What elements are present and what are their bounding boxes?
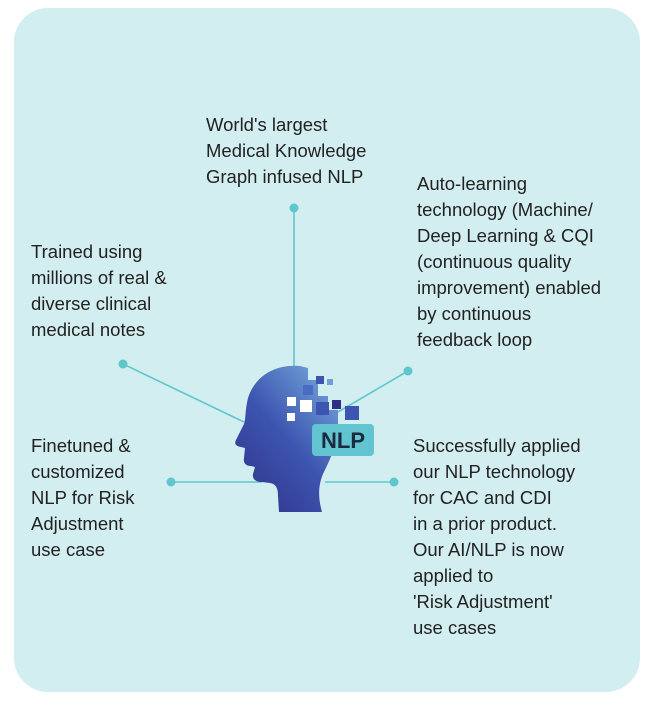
feature-top-right-line: improvement) enabled: [417, 277, 602, 298]
connector-dot-bottom-left: [166, 477, 176, 487]
diagram-background: [14, 8, 640, 692]
feature-bottom-left: Finetuned & customized NLP for Risk Adju…: [31, 433, 135, 563]
feature-bottom-left-line: use case: [31, 539, 106, 560]
ai-head-icon: [235, 365, 359, 512]
feature-top-right-line: Auto-learning: [417, 173, 528, 194]
feature-top-left-line: diverse clinical: [31, 293, 152, 314]
feature-top-line: Medical Knowledge: [206, 140, 367, 161]
feature-bottom-right-line: applied to: [413, 565, 494, 586]
feature-bottom-left-line: Adjustment: [31, 513, 124, 534]
connector-top-left: [122, 363, 245, 423]
feature-top-right-line: by continuous: [417, 303, 532, 324]
feature-bottom-right-line: 'Risk Adjustment': [413, 591, 553, 612]
feature-bottom-left-line: Finetuned &: [31, 435, 131, 456]
feature-top-right-line: Deep Learning & CQI: [417, 225, 594, 246]
nlp-badge: NLP: [312, 424, 374, 456]
feature-bottom-right-line: for CAC and CDI: [413, 487, 552, 508]
feature-bottom-left-line: customized: [31, 461, 125, 482]
feature-bottom-left-line: NLP for Risk: [31, 487, 135, 508]
connector-top-right: [337, 370, 409, 413]
connector-dot-top-right: [403, 366, 413, 376]
feature-top-line: Graph infused NLP: [206, 166, 364, 187]
feature-top-right-line: (continuous quality: [417, 251, 572, 272]
feature-top-left: Trained using millions of real & diverse…: [31, 239, 167, 343]
nlp-badge-label: NLP: [321, 428, 365, 453]
feature-bottom-right-line: Successfully applied: [413, 435, 581, 456]
feature-top: World's largest Medical Knowledge Graph …: [206, 112, 366, 190]
feature-bottom-right-line: in a prior product.: [413, 513, 557, 534]
feature-top-line: World's largest: [206, 114, 328, 135]
feature-bottom-right-line: our NLP technology: [413, 461, 576, 482]
feature-top-left-line: medical notes: [31, 319, 146, 340]
feature-top-right: Auto-learning technology (Machine/ Deep …: [417, 171, 601, 353]
feature-top-right-line: technology (Machine/: [417, 199, 593, 220]
feature-bottom-right-line: Our AI/NLP is now: [413, 539, 564, 560]
connector-dot-top-left: [118, 359, 128, 369]
feature-top-left-line: Trained using: [31, 241, 143, 262]
connector-dot-bottom-right: [389, 477, 399, 487]
feature-top-left-line: millions of real &: [31, 267, 167, 288]
feature-bottom-right-line: use cases: [413, 617, 497, 638]
connector-dot-top: [289, 203, 299, 213]
feature-bottom-right: Successfully applied our NLP technology …: [413, 433, 581, 641]
feature-top-right-line: feedback loop: [417, 329, 533, 350]
